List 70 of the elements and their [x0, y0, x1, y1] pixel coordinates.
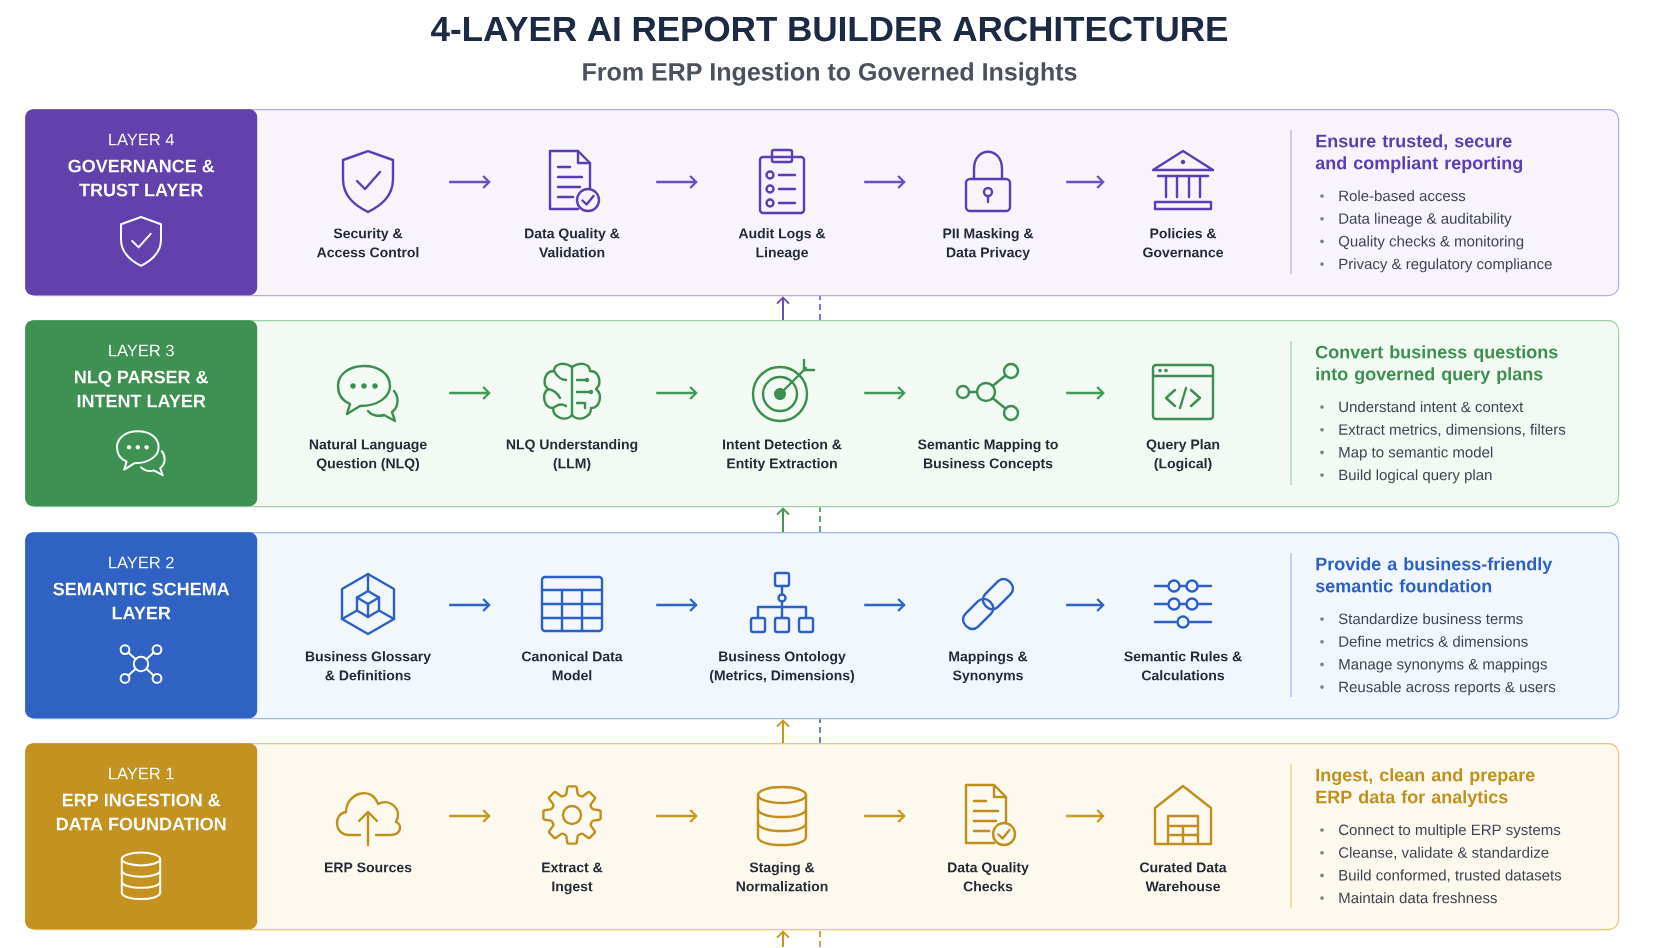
arrow [449, 175, 491, 189]
step-caption: Data Quality Checks [948, 862, 1029, 892]
step-caption: Query Plan (Logical) [1146, 439, 1220, 472]
layer-panel: LAYER 1 ERP INGESTION & DATA FOUNDATION [25, 743, 258, 930]
bullet-text: Standardize business terms [1338, 613, 1523, 625]
arrow [776, 930, 790, 948]
step-caption: Semantic Mapping to Business Concepts [918, 439, 1058, 472]
bullet-text: Reusable across reports & users [1339, 681, 1556, 696]
arrow [1066, 386, 1105, 400]
arrow [776, 719, 790, 744]
step-caption: PII Masking & Data Privacy [943, 228, 1034, 261]
step-caption: Mappings & Synonyms [949, 651, 1028, 684]
bullet-text: Connect to multiple ERP systems [1339, 824, 1561, 839]
step-caption: Curated Data Warehouse [1140, 862, 1227, 892]
bullet-text: Role-based access [1339, 190, 1466, 202]
layer-panel: LAYER 4 GOVERNANCE & TRUST LAYER [25, 109, 258, 296]
arrow [656, 598, 698, 612]
step-caption: Extract & Ingest [542, 862, 603, 895]
arrow [776, 296, 790, 321]
step-caption: Policies & Governance [1143, 228, 1223, 258]
step-caption: Intent Detection & Entity Extraction [723, 439, 842, 472]
arrow [449, 809, 491, 823]
arrow [1066, 809, 1105, 823]
step-caption: Semantic Rules & Calculations [1124, 651, 1242, 681]
arrow [656, 175, 698, 189]
band-heading: Convert business questions into governed query plans [1315, 345, 1558, 384]
band-heading: Ingest, clean and prepare ERP data for analytics [1316, 768, 1535, 807]
step-caption: Business Glossary & Definitions [305, 651, 431, 681]
bullet-text: Data lineage & auditability [1339, 212, 1512, 227]
bullet-text: Map to semantic model [1339, 446, 1493, 461]
bullet-text: Extract metrics, dimensions, filters [1339, 423, 1566, 437]
step-caption: Staging & Normalization [736, 862, 828, 892]
bullet-text: Maintain data freshness [1339, 892, 1497, 904]
dashed-line [819, 295, 821, 321]
arrow [864, 386, 906, 400]
arrow [449, 386, 491, 400]
bullet-text: Define metrics & dimensions [1339, 635, 1528, 647]
arrow [1066, 175, 1105, 189]
arrow [449, 598, 491, 612]
step-caption: Audit Logs & Lineage [738, 228, 826, 261]
arrow [864, 809, 906, 823]
arrow [656, 809, 698, 823]
bullet-text: Cleanse, validate & standardize [1339, 846, 1549, 860]
bullet-text: Build logical query plan [1339, 469, 1492, 484]
arrow [864, 175, 906, 189]
bullet-text: Privacy & regulatory compliance [1339, 258, 1552, 273]
dashed-line [819, 718, 821, 744]
layer-panel: LAYER 2 SEMANTIC SCHEMA LAYER [25, 532, 258, 719]
step-caption: ERP Sources [325, 862, 412, 873]
step-caption: Natural Language Question (NLQ) [309, 439, 427, 472]
bullet-text: Build conformed, trusted datasets [1339, 869, 1562, 883]
step-caption: NLQ Understanding (LLM) [506, 439, 638, 472]
bullet-text: Manage synonyms & mappings [1339, 658, 1547, 673]
arrow [776, 507, 790, 533]
step-caption: Security & Access Control [317, 228, 419, 258]
step-caption: Business Ontology (Metrics, Dimensions) [709, 651, 855, 684]
arrow [656, 386, 698, 400]
band-heading: Provide a business-friendly semantic foundation [1315, 557, 1553, 593]
title: 4-LAYER AI REPORT BUILDER ARCHITECTURE [431, 16, 1228, 42]
dashed-line [819, 929, 821, 948]
step-caption: Data Quality & Validation [525, 228, 620, 258]
layer-panel: LAYER 3 NLQ PARSER & INTENT LAYER [25, 320, 258, 507]
bullet-text: Quality checks & monitoring [1338, 235, 1524, 250]
arrow [864, 598, 906, 612]
band-heading: Ensure trusted, secure and compliant reporting [1315, 134, 1522, 173]
arrow [1066, 598, 1105, 612]
subtitle: From ERP Ingestion to Governed Insights [583, 62, 1077, 86]
step-caption: Canonical Data Model [522, 651, 623, 681]
bullet-text: Understand intent & context [1339, 401, 1524, 413]
dashed-line [819, 506, 821, 533]
